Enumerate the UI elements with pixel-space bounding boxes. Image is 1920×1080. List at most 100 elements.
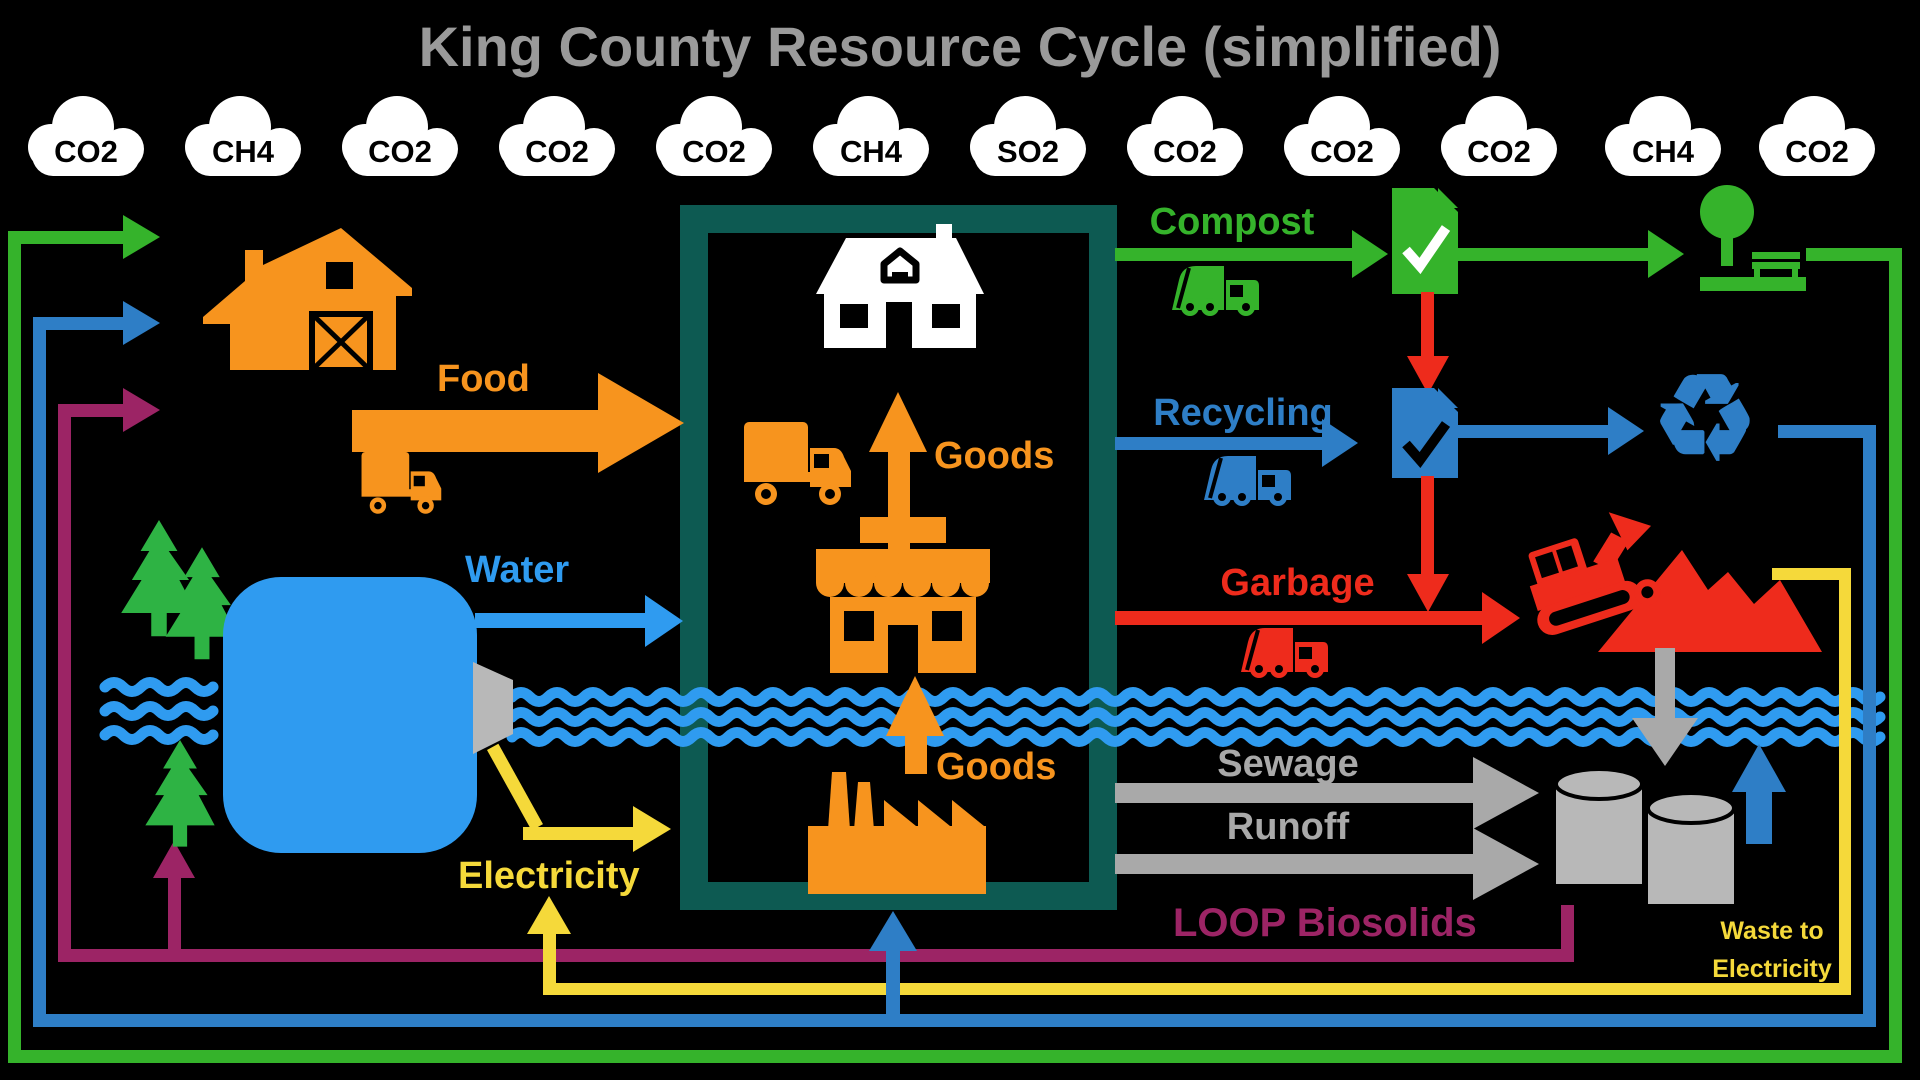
goods-up-arrowhead-lower bbox=[886, 676, 944, 736]
cloud-label: CO2 bbox=[1467, 134, 1531, 169]
garbage-truck-icon bbox=[1241, 628, 1328, 678]
recycle-symbol-arrowhead bbox=[1608, 407, 1644, 455]
factory-icon bbox=[808, 772, 986, 894]
reject-arrow-2 bbox=[1421, 476, 1434, 576]
goods-up-arrowhead-upper bbox=[869, 392, 927, 452]
wte-line-bottom bbox=[543, 983, 1851, 995]
food-arrowhead bbox=[598, 373, 684, 473]
landfill-mountain-icon bbox=[1598, 550, 1822, 652]
garbage-label: Garbage bbox=[1220, 562, 1375, 604]
sewage-arrow bbox=[1115, 783, 1473, 803]
emission-cloud: CO2 bbox=[656, 96, 772, 178]
compost-truck-icon bbox=[1172, 266, 1259, 316]
treated-water-up-arrow bbox=[1746, 792, 1772, 844]
green-loop-line-left bbox=[8, 231, 21, 1063]
emission-cloud: CO2 bbox=[342, 96, 458, 178]
cloud-label: SO2 bbox=[996, 134, 1060, 169]
biosolids-return-arrow bbox=[71, 404, 123, 417]
compost-label: Compost bbox=[1149, 201, 1315, 243]
reject-arrowhead-1 bbox=[1407, 356, 1449, 394]
recycling-check-document-icon bbox=[1392, 388, 1458, 478]
treatment-tanks-icon bbox=[1554, 767, 1736, 904]
emission-cloud: CO2 bbox=[1127, 96, 1243, 178]
treated-water-up-arrowhead bbox=[1732, 744, 1786, 792]
biosolids-return-arrowhead bbox=[123, 388, 160, 432]
electricity-arrowhead bbox=[633, 806, 671, 852]
runoff-arrowhead bbox=[1473, 828, 1539, 900]
compost-park-arrowhead bbox=[1648, 230, 1684, 278]
recycling-truck-icon bbox=[1204, 456, 1291, 506]
blue-loop-line-topright bbox=[1778, 425, 1876, 438]
wte-line-right bbox=[1839, 568, 1851, 995]
cloud-label: CH4 bbox=[1631, 134, 1694, 169]
blue-loop-line-left bbox=[33, 317, 46, 1027]
biosolids-line-left bbox=[58, 404, 71, 962]
goods-up-arrow-lower bbox=[905, 734, 927, 774]
sewage-arrowhead bbox=[1473, 757, 1539, 829]
wte-line1: Waste to bbox=[1720, 917, 1824, 945]
green-loop-line-bottom bbox=[8, 1050, 1902, 1063]
cloud-label: CO2 bbox=[1785, 134, 1849, 169]
emission-cloud: CO2 bbox=[1759, 96, 1875, 178]
compost-park-arrow bbox=[1456, 248, 1648, 261]
recycling-arrow bbox=[1115, 437, 1322, 450]
compost-check-document-icon bbox=[1392, 188, 1458, 294]
wte-line-topright bbox=[1772, 568, 1851, 580]
pine-tree-icon bbox=[121, 519, 197, 637]
green-return-arrow bbox=[21, 231, 123, 244]
recycle-symbol-icon: ♻ bbox=[1652, 353, 1758, 485]
city-blue-up-arrowhead bbox=[869, 911, 917, 951]
recycling-arrowhead bbox=[1322, 419, 1358, 467]
cloud-label: CO2 bbox=[682, 134, 746, 169]
emission-cloud: SO2 bbox=[970, 96, 1086, 178]
compost-arrow bbox=[1115, 248, 1352, 261]
food-label: Food bbox=[437, 358, 530, 400]
house-icon bbox=[816, 224, 984, 348]
waste-to-electricity-label: Waste to Electricity bbox=[1682, 913, 1862, 988]
wte-line2: Electricity bbox=[1712, 954, 1832, 983]
page-title: King County Resource Cycle (simplified) bbox=[418, 15, 1502, 78]
electricity-line bbox=[523, 827, 633, 840]
pine-tree-icon bbox=[165, 547, 239, 660]
cloud-label: CH4 bbox=[839, 134, 902, 169]
biosolids-branch-line bbox=[168, 876, 181, 962]
emission-cloud: CO2 bbox=[499, 96, 615, 178]
cloud-label: CO2 bbox=[1153, 134, 1217, 169]
city-blue-up-arrow bbox=[886, 936, 900, 1018]
goods-upper-label: Goods bbox=[934, 435, 1055, 477]
green-loop-line-topright bbox=[1806, 248, 1902, 261]
blue-return-arrow bbox=[46, 317, 123, 330]
blue-return-arrowhead bbox=[123, 301, 160, 345]
food-arrow bbox=[352, 410, 598, 452]
sewage-label: Sewage bbox=[1217, 743, 1359, 785]
barn-icon bbox=[203, 228, 412, 373]
emission-cloud: CH4 bbox=[813, 96, 929, 178]
emission-cloud: CH4 bbox=[1605, 96, 1721, 178]
food-truck-icon bbox=[361, 451, 442, 514]
park-tree-bench-icon bbox=[1700, 185, 1806, 291]
emission-cloud: CO2 bbox=[1441, 96, 1557, 178]
wte-up-arrow bbox=[543, 934, 556, 985]
reject-arrow-1 bbox=[1421, 292, 1434, 358]
emission-cloud: CO2 bbox=[1284, 96, 1400, 178]
runoff-label: Runoff bbox=[1226, 806, 1350, 848]
biosolids-line-right bbox=[1561, 905, 1574, 962]
biosolids-forest-arrowhead bbox=[153, 841, 195, 878]
store-icon bbox=[816, 517, 990, 673]
cloud-label: CH4 bbox=[211, 134, 274, 169]
electricity-label: Electricity bbox=[458, 855, 640, 897]
garbage-arrow bbox=[1115, 611, 1482, 625]
pine-tree-icon bbox=[145, 740, 215, 847]
green-return-arrowhead bbox=[123, 215, 160, 259]
lake-shape bbox=[223, 577, 477, 853]
green-loop-line-right bbox=[1889, 248, 1902, 1063]
goods-truck-icon bbox=[744, 422, 851, 505]
blue-loop-line-bottom bbox=[33, 1014, 1876, 1027]
recycling-label: Recycling bbox=[1153, 392, 1333, 434]
cloud-label: CO2 bbox=[368, 134, 432, 169]
cloud-label: CO2 bbox=[525, 134, 589, 169]
recycle-symbol-arrow bbox=[1456, 425, 1608, 438]
goods-lower-label: Goods bbox=[936, 746, 1057, 788]
emission-cloud: CO2 bbox=[28, 96, 144, 178]
